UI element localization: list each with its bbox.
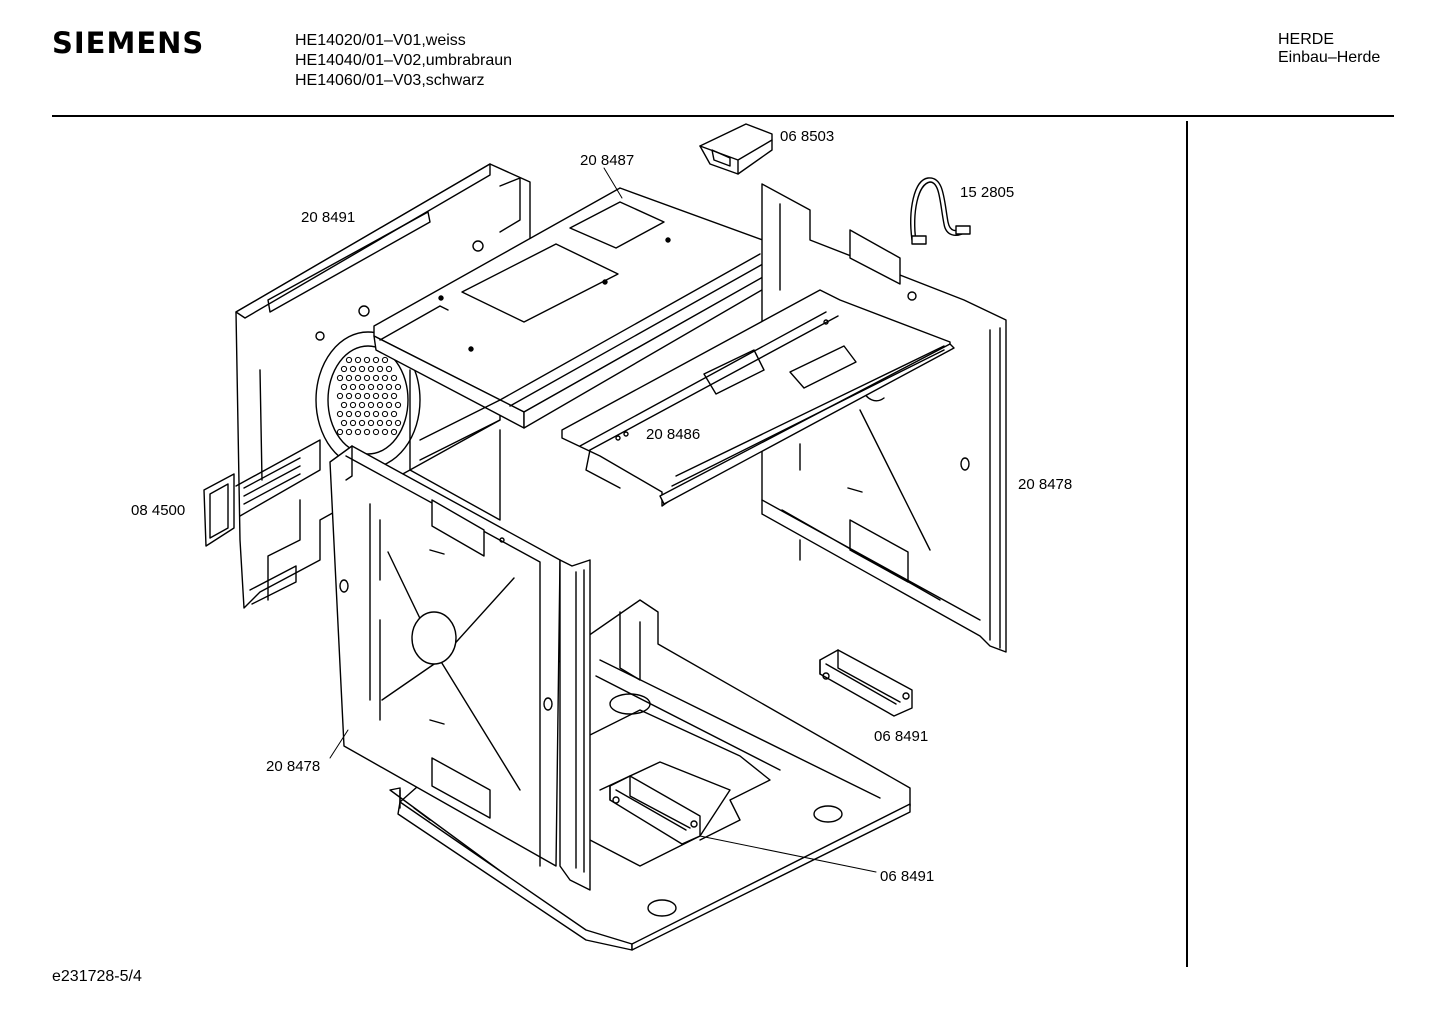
grille-hole	[336, 428, 344, 436]
grille-hole	[385, 419, 393, 427]
connector-cap	[699, 123, 773, 175]
grille-hole	[349, 401, 357, 409]
grille-hole	[372, 410, 380, 418]
grille-hole	[354, 428, 362, 436]
grille-hole	[349, 383, 357, 391]
grille-hole	[345, 392, 353, 400]
part-label: 15 2805	[960, 184, 1014, 201]
top-panel	[373, 187, 791, 521]
grille-hole	[376, 419, 384, 427]
grille-hole	[390, 374, 398, 382]
grille-hole	[349, 419, 357, 427]
grille-hole	[349, 365, 357, 373]
fan-grille	[203, 331, 421, 547]
leader-20-8478-front	[329, 729, 349, 759]
grille-hole	[372, 428, 380, 436]
bottom-pan	[389, 599, 911, 951]
grille-hole	[363, 392, 371, 400]
rail-holder-right	[819, 649, 913, 717]
model-line: HE14040/01–V02,umbrabraun	[295, 52, 513, 69]
grille-hole	[372, 392, 380, 400]
grille-hole	[367, 365, 375, 373]
category-subtitle: Einbau–Herde	[1278, 49, 1381, 66]
document-id: e231728-5/4	[52, 968, 142, 985]
grille-hole	[372, 356, 380, 364]
right-column-divider	[1186, 121, 1188, 967]
grille-hole	[345, 428, 353, 436]
grille-hole	[385, 365, 393, 373]
part-label: 06 8503	[780, 128, 834, 145]
grille-hole	[340, 383, 348, 391]
grille-hole	[381, 410, 389, 418]
grille-hole	[376, 401, 384, 409]
grille-hole	[367, 401, 375, 409]
grille-hole	[358, 401, 366, 409]
grille-hole	[354, 356, 362, 364]
grille-hole	[376, 365, 384, 373]
grille-hole	[358, 383, 366, 391]
grille-hole	[394, 419, 402, 427]
category: HERDE Einbau–Herde	[1278, 31, 1380, 67]
grille-hole	[354, 392, 362, 400]
inner-frame	[561, 289, 955, 507]
part-label: 20 8491	[301, 209, 355, 226]
grille-hole	[385, 383, 393, 391]
grille-hole	[358, 419, 366, 427]
grille-hole	[345, 356, 353, 364]
grille-hole	[345, 374, 353, 382]
grille-hole	[336, 410, 344, 418]
part-labels: 20 8491 20 8487 06 8503 15 2805 20 8486 …	[131, 128, 1072, 885]
grille-hole	[394, 401, 402, 409]
leader-06-8491-bottom	[699, 835, 877, 873]
grille-hole	[336, 392, 344, 400]
grille-hole	[345, 410, 353, 418]
front-side-wall	[329, 445, 591, 891]
leader-lines	[329, 167, 877, 873]
header-divider	[52, 115, 1394, 117]
grille-hole	[358, 365, 366, 373]
grille-hole	[336, 374, 344, 382]
grille-hole	[363, 374, 371, 382]
category-title: HERDE	[1278, 31, 1335, 48]
grille-hole	[381, 428, 389, 436]
grille-hole	[381, 374, 389, 382]
grille-hole	[381, 392, 389, 400]
cable-harness	[910, 177, 971, 245]
grille-hole	[372, 374, 380, 382]
grille-hole	[340, 365, 348, 373]
grille-hole	[390, 428, 398, 436]
brand-logo: SIEMENS	[52, 26, 205, 60]
part-label: 20 8487	[580, 152, 634, 169]
grille-hole	[385, 401, 393, 409]
grille-hole	[363, 356, 371, 364]
grille-hole	[390, 392, 398, 400]
part-label: 20 8478	[1018, 476, 1072, 493]
grille-hole	[354, 374, 362, 382]
part-label: 06 8491	[880, 868, 934, 885]
grille-hole	[363, 428, 371, 436]
grille-hole	[340, 419, 348, 427]
model-line: HE14020/01–V01,weiss	[295, 32, 466, 49]
grille-hole	[376, 383, 384, 391]
part-label: 20 8486	[646, 426, 700, 443]
model-line: HE14060/01–V03,schwarz	[295, 72, 485, 89]
part-label: 20 8478	[266, 758, 320, 775]
grille-hole	[363, 410, 371, 418]
model-list: HE14020/01–V01,weiss HE14040/01–V02,umbr…	[295, 31, 512, 91]
part-label: 06 8491	[874, 728, 928, 745]
grille-hole	[367, 383, 375, 391]
grille-hole	[381, 356, 389, 364]
leader-20-8487	[603, 167, 623, 199]
grille-hole	[390, 410, 398, 418]
grille-hole	[340, 401, 348, 409]
grille-hole	[354, 410, 362, 418]
part-label: 08 4500	[131, 502, 185, 519]
grille-hole	[367, 419, 375, 427]
grille-hole	[394, 383, 402, 391]
